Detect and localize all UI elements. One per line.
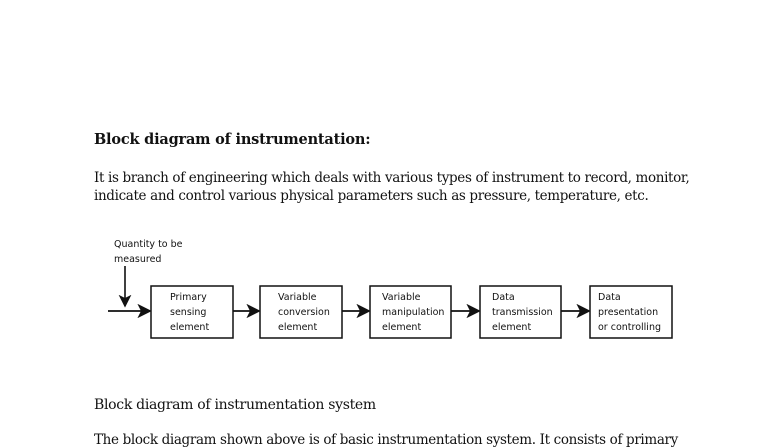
svg-text:element: element <box>492 322 531 333</box>
svg-text:or controlling: or controlling <box>598 322 661 333</box>
svg-text:element: element <box>382 322 421 333</box>
svg-text:Primary: Primary <box>170 292 207 303</box>
block-variable-conversion: Variable conversion element <box>259 285 343 339</box>
intro-line-1: It is branch of engineering which deals … <box>94 170 690 186</box>
svg-text:Variable: Variable <box>278 292 317 303</box>
body-paragraph: The block diagram shown above is of basi… <box>94 432 678 448</box>
block-variable-manipulation: Variable manipulation element <box>369 285 452 339</box>
svg-text:element: element <box>170 322 209 333</box>
diagram-caption: Block diagram of instrumentation system <box>94 397 376 413</box>
block-primary-sensing: Primary sensing element <box>150 285 234 339</box>
svg-text:manipulation: manipulation <box>382 307 444 318</box>
block-data-transmission: Data transmission element <box>479 285 562 339</box>
svg-text:conversion: conversion <box>278 307 330 318</box>
input-label-line-2: measured <box>114 254 161 265</box>
svg-text:sensing: sensing <box>170 307 206 318</box>
section-heading: Block diagram of instrumentation: <box>94 131 371 148</box>
block-data-presentation: Data presentation or controlling <box>589 285 673 339</box>
svg-text:presentation: presentation <box>598 307 658 318</box>
intro-line-2: indicate and control various physical pa… <box>94 188 649 204</box>
svg-text:Data: Data <box>492 292 515 303</box>
input-label-line-1: Quantity to be <box>114 239 183 250</box>
intro-paragraph: It is branch of engineering which deals … <box>94 169 690 205</box>
svg-text:Data: Data <box>598 292 621 303</box>
svg-text:transmission: transmission <box>492 307 553 318</box>
svg-text:Variable: Variable <box>382 292 421 303</box>
svg-text:element: element <box>278 322 317 333</box>
